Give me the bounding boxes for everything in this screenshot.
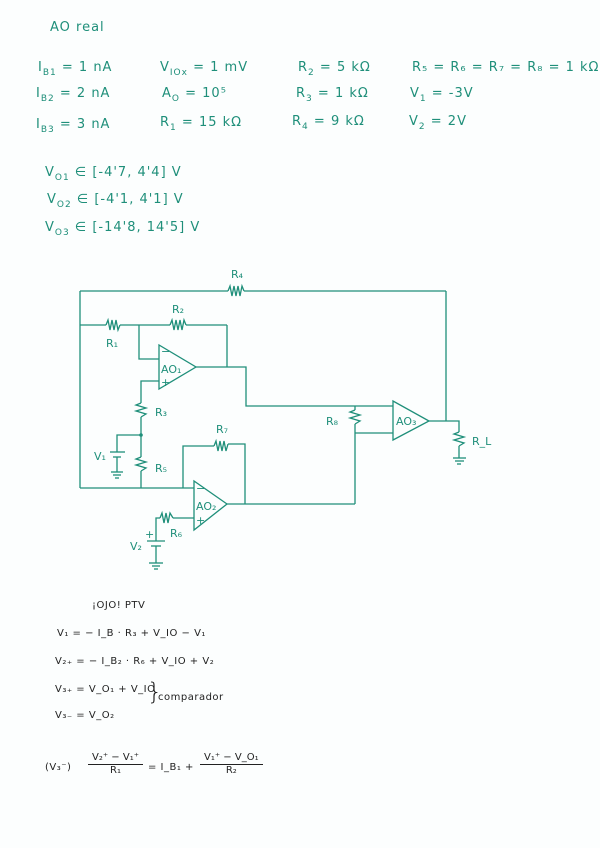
ao2-minus: − <box>196 482 205 495</box>
label-ao2: AO₂ <box>196 500 216 513</box>
param-vio: VIOx = 1 mV <box>160 60 249 78</box>
v2-plus: + <box>145 528 154 541</box>
label-r5: R₅ <box>155 462 167 475</box>
resistor-r1 <box>105 317 121 333</box>
label-r4: R₄ <box>231 268 244 281</box>
opamp-ao3 <box>392 399 431 442</box>
eq-mid: = I_B₁ + <box>148 762 194 773</box>
resistor-r5 <box>133 456 149 472</box>
label-v2: V₂ <box>130 540 142 553</box>
opamp-ao2 <box>193 479 229 532</box>
label-rl: R_L <box>472 435 492 448</box>
label-r2: R₂ <box>172 303 184 316</box>
param-r4: R4 = 9 kΩ <box>292 114 365 132</box>
page-title: AO real <box>50 20 105 35</box>
label-ao1: AO₁ <box>161 363 181 376</box>
resistor-r4 <box>227 283 245 297</box>
resistor-r7 <box>213 438 229 452</box>
resistor-r2 <box>169 317 187 331</box>
resistor-r6 <box>159 510 174 524</box>
note-line-3: V₃₊ = V_O₁ + V_IO <box>55 684 156 695</box>
label-v1: V₁ <box>94 450 106 463</box>
param-v2: V2 = 2V <box>409 114 467 132</box>
label-r8: R₈ <box>326 415 339 428</box>
brace: } <box>147 678 163 706</box>
label-ao3: AO₃ <box>396 415 416 428</box>
opamp-ao1 <box>158 343 198 391</box>
resistor-rl <box>451 431 467 447</box>
label-r3: R₃ <box>155 406 167 419</box>
eq-frac1: V₂⁺ − V₁⁺ R₁ <box>88 752 143 776</box>
param-ib1: IB1 = 1 nA <box>38 60 113 78</box>
resistor-r3 <box>133 402 149 418</box>
param-ib2: IB2 = 2 nA <box>36 86 111 104</box>
param-r2: R2 = 5 kΩ <box>298 60 371 78</box>
param-r1: R1 = 15 kΩ <box>160 115 243 133</box>
wires <box>79 290 466 570</box>
param-r5-r8: R₅ = R₆ = R₇ = R₈ = 1 kΩ <box>412 60 600 75</box>
range-vo2: VO2 ∈ [-4'1, 4'1] V <box>47 192 184 210</box>
label-r7: R₇ <box>216 423 228 436</box>
range-vo3: VO3 ∈ [-14'8, 14'5] V <box>45 220 201 238</box>
param-ib3: IB3 = 3 nA <box>36 117 111 135</box>
resistor-r8 <box>347 409 363 425</box>
notes-header: ¡OJO! PTV <box>92 600 146 611</box>
note-line-4: V₃₋ = V_O₂ <box>55 710 115 721</box>
ao1-minus: − <box>161 345 170 358</box>
param-v1: V1 = -3V <box>410 86 474 104</box>
ao2-plus: + <box>196 514 205 527</box>
note-line-1: V₁ = − I_B · R₃ + V_IO − V₁ <box>57 628 206 639</box>
ao1-plus: + <box>161 376 170 389</box>
label-r6: R₆ <box>170 527 183 540</box>
param-ao: AO = 10⁵ <box>162 86 227 104</box>
circuit-diagram: R₄ R₂ R₁ R₃ R₅ R₇ R₆ R₈ R_L V₁ V₂ AO₁ AO… <box>79 268 492 570</box>
brace-label: comparador <box>158 692 224 703</box>
range-vo1: VO1 ∈ [-4'7, 4'4] V <box>45 165 182 183</box>
note-line-2: V₂₊ = − I_B₂ · R₆ + V_IO + V₂ <box>55 656 215 667</box>
label-r1: R₁ <box>106 337 118 350</box>
eq-lhs: (V₃⁻) <box>45 762 72 773</box>
param-r3: R3 = 1 kΩ <box>296 86 369 104</box>
eq-frac2: V₁⁺ − V_O₁ R₂ <box>200 752 263 776</box>
